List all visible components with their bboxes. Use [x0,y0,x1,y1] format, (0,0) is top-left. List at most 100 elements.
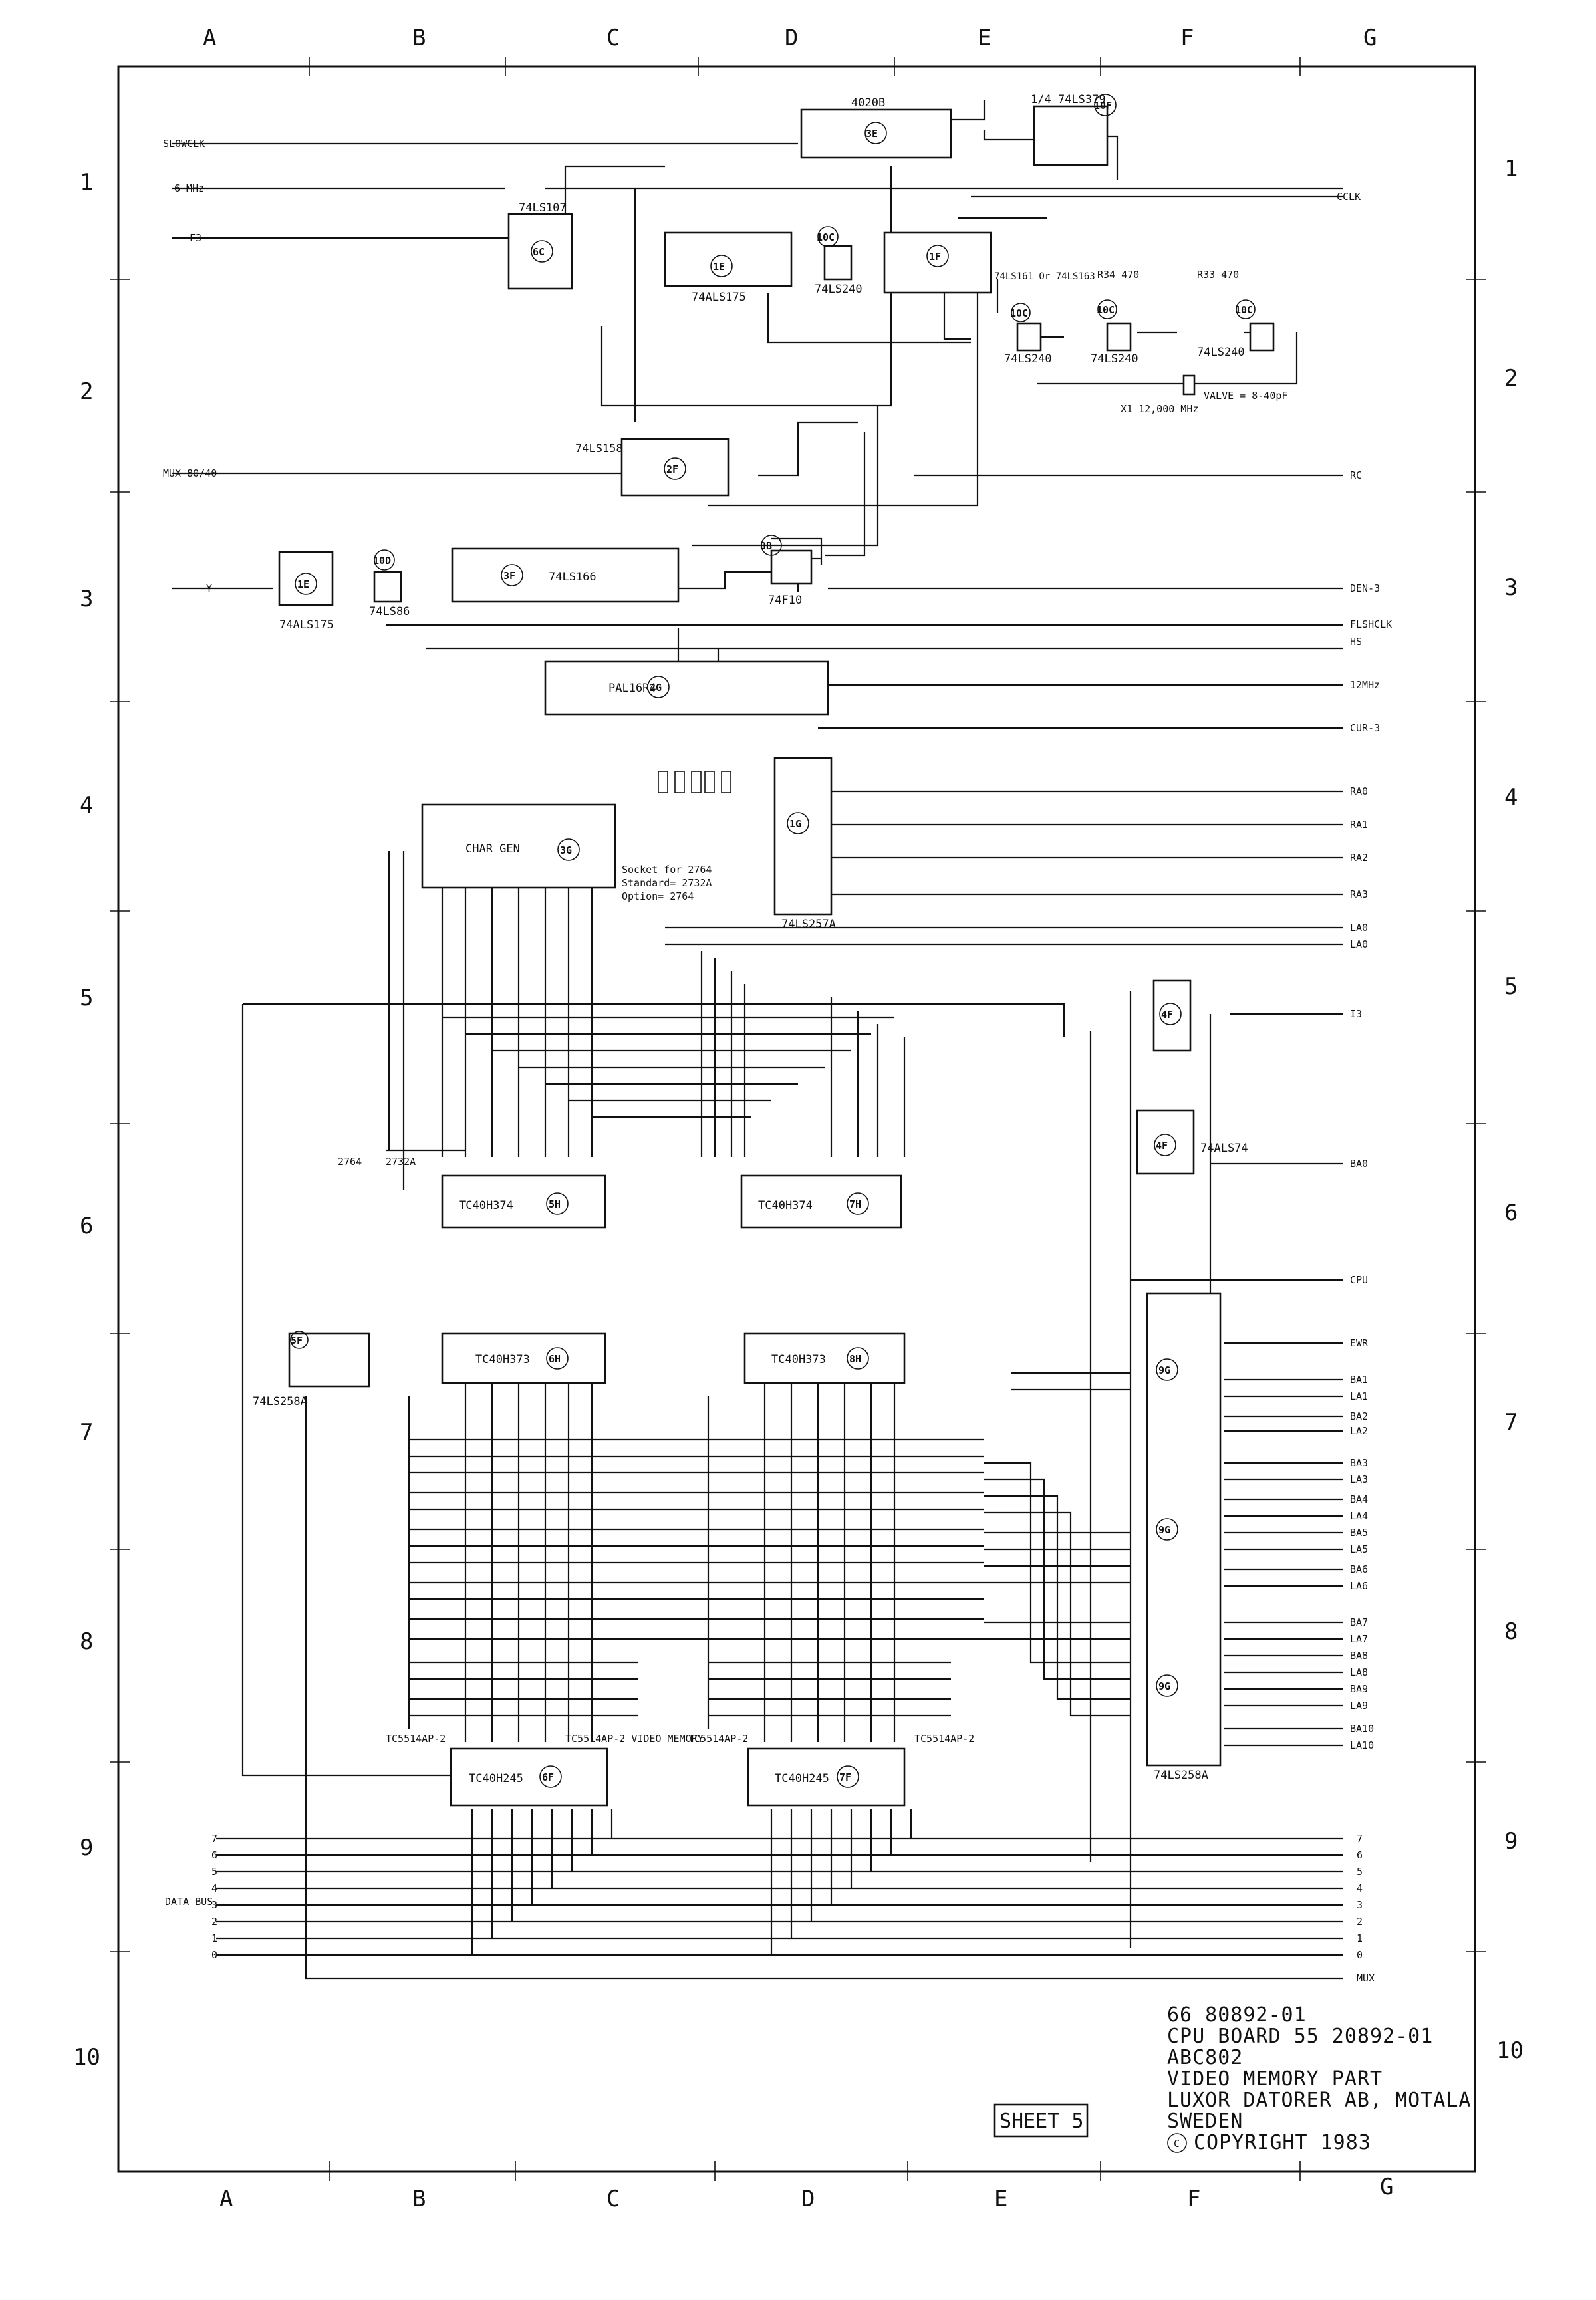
socket-note: Socket for 2764 [622,864,712,876]
chip-ref: 6H [549,1353,561,1365]
chip-74ls158 [620,438,730,497]
row-label: 2 [1504,365,1518,392]
resistor-bank [658,771,732,793]
chip-label: 74LS258A [1154,1769,1208,1782]
row-label: 3 [80,586,93,612]
chip-74ls166 [451,547,680,603]
chip-char-gen [421,803,616,889]
col-label: G [1363,25,1377,51]
signal-ra3: RA3 [1350,888,1368,900]
chip-74ls258a-9g [1146,1292,1222,1767]
chip-label: 74LS240 [815,283,863,296]
chip-label: 74LS240 [1197,346,1245,359]
ram-note-right: TC5514AP-2 [914,1733,974,1745]
wiring [172,100,1343,1980]
ram-note-video: TC5514AP-2 VIDEO MEMORY [565,1733,704,1745]
bus-line-label: 1 [1357,1932,1363,1944]
signal-hs: HS [1350,636,1362,648]
signal-ba0: BA0 [1350,1158,1368,1170]
jumper-2764: 2764 [338,1156,362,1168]
chip-label: 74ALS74 [1200,1142,1248,1155]
signal-la0: LA0 [1350,922,1368,934]
row-label: 1 [1504,156,1518,182]
chip-ref: 3G [560,844,572,856]
chip-tc40h373-8h [743,1332,906,1384]
chip-ref: 9G [1158,1524,1170,1536]
signal-ba6: BA6 [1350,1563,1368,1575]
signal-ewr: EWR [1350,1337,1369,1349]
chip-label: TC40H374 [758,1199,813,1212]
sheet-box [993,2103,1089,2138]
chip-ref: 4F [1161,1009,1173,1021]
bus-line-label: 6 [211,1849,217,1861]
chip-ref: 10F [1094,100,1112,112]
signal-ba8: BA8 [1350,1650,1368,1662]
signal-ba9: BA9 [1350,1683,1368,1695]
chip-label: 74LS240 [1091,352,1138,366]
signal-12mhz: 12MHz [1350,679,1380,691]
right-signals: CCLK RC DEN-3 FLSHCLK HS 12MHz CUR-3 RA0… [1337,191,1392,1984]
signal-ra0: RA0 [1350,785,1368,797]
chip-ref: 3E [866,128,878,140]
signal-ra2: RA2 [1350,852,1368,864]
row-label: 4 [80,792,93,819]
chip-ref: 7F [839,1771,851,1783]
chip-label: TC40H373 [475,1353,530,1366]
chip-label: TC40H374 [459,1199,513,1212]
title-board: CPU BOARD 55 20892-01 [1167,2025,1433,2048]
signal-slowclk: SLOWCLK [163,138,205,150]
col-label: G [1380,2174,1393,2200]
signal-cur-3: CUR-3 [1350,722,1380,734]
col-label: E [978,25,991,51]
chip-ref: 7H [849,1198,861,1210]
bus-line-label: 6 [1357,1849,1363,1861]
chip-label: TC40H373 [771,1353,826,1366]
crystal-label: X1 12,000 MHz [1121,403,1198,415]
title-country: SWEDEN [1167,2110,1243,2133]
bus-line-label: 7 [1357,1833,1363,1845]
bus-line-label: 4 [1357,1882,1363,1894]
chip-74als175-b [278,551,334,606]
bus-line-label: 5 [1357,1866,1363,1878]
drawing-frame [117,65,1476,2173]
chip-4020b [800,108,952,159]
chip-ref: 1E [297,578,309,590]
chip-74ls257a [773,757,833,916]
grid-column-labels: A B C D E F G A B C D E F G [203,25,1393,2212]
col-label: A [203,25,216,51]
signal-i3: I3 [1350,1008,1362,1020]
chip-74ls107 [507,213,573,290]
bus-line-label: 1 [211,1932,217,1944]
row-label: 10 [1496,2037,1524,2064]
signal-ra1: RA1 [1350,819,1368,831]
col-label: C [606,2186,620,2212]
r33-label: R33 470 [1197,269,1239,281]
chip-label: 4020B [851,96,885,110]
chip-ref: 10C [1010,307,1028,319]
row-label: 8 [80,1628,93,1655]
chip-74ls258a-5f [288,1332,370,1388]
signal-la9: LA9 [1350,1700,1368,1712]
chip-ref: 9G [1158,1364,1170,1376]
signal-la1: LA1 [1350,1390,1368,1402]
title-drawing-number: 66 80892-01 [1167,2003,1307,2027]
signal-y: Y [206,582,212,594]
chip-label: PAL16R4 [608,682,656,695]
chip-ref: 10C [817,231,835,243]
chip-label: 74LS240 [1004,352,1052,366]
row-label: 5 [1504,973,1518,1000]
signal-den-3: DEN-3 [1350,582,1380,594]
chip-label: 74ALS175 [279,618,334,632]
row-label: 7 [80,1419,93,1446]
chip-pal16r4 [544,660,829,716]
chip-tc40h374-5h [441,1174,606,1229]
option-note: Option= 2764 [622,890,694,902]
row-label: 7 [1504,1409,1518,1436]
copyright-mark: C [1174,2138,1180,2150]
chip-74ls86 [373,571,402,603]
signal-la10: LA10 [1350,1739,1374,1751]
signal-la0-b: LA0 [1350,938,1368,950]
chip-74ls240-a [823,245,853,281]
signal-la4: LA4 [1350,1510,1368,1522]
chip-ref: 10C [1235,304,1253,316]
